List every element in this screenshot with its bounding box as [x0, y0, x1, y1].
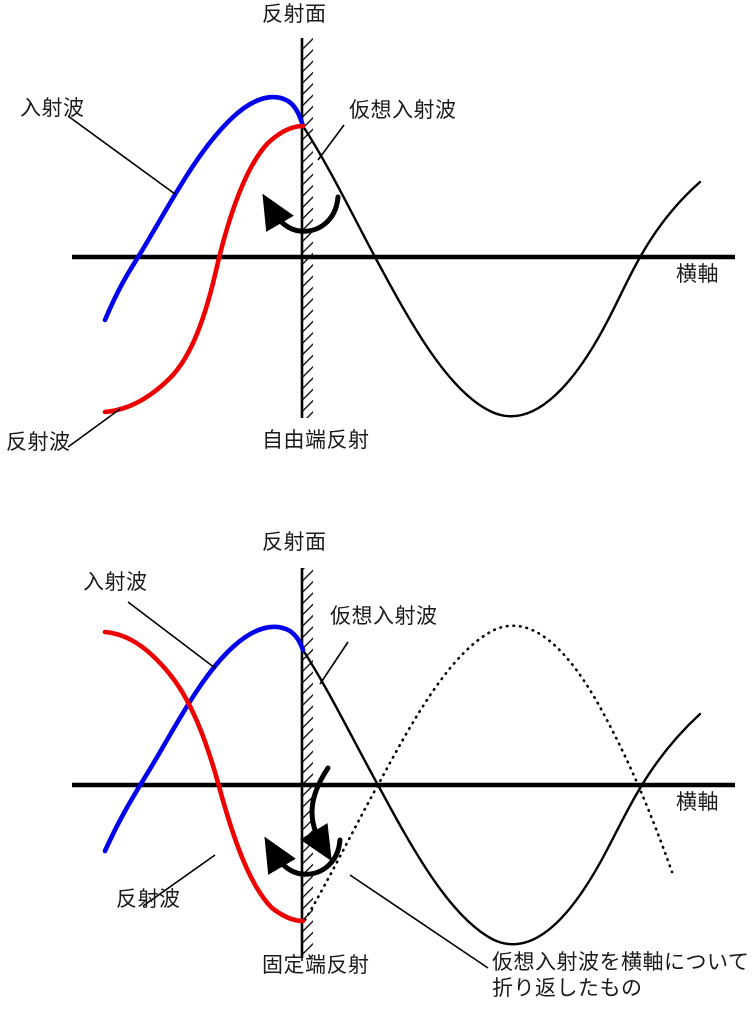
reflected-wave-bottom — [102, 629, 306, 924]
panel-fixed-end — [72, 568, 735, 969]
reflected-label-bottom: 反射波 — [116, 888, 181, 911]
caption-fixed-end: 固定端反射 — [262, 954, 370, 977]
virtual-incident-wave-top — [301, 124, 702, 418]
virtual-incident-wave-bottom — [301, 648, 702, 946]
mirrored-wave-note: 仮想入射波を横軸について折り返したもの — [492, 951, 750, 1001]
caption-free-end: 自由端反射 — [262, 429, 370, 452]
fixed-end-flip-arrow — [300, 765, 332, 862]
mirrored-virtual-wave-bottom — [303, 624, 674, 922]
reflecting-wall-top — [300, 38, 313, 418]
panel-free-end — [67, 38, 735, 448]
incident-label-top: 入射波 — [20, 97, 85, 120]
leader-reflected-bottom — [142, 854, 216, 907]
wall-label-top: 反射面 — [262, 3, 327, 26]
wall-label-bottom: 反射面 — [262, 531, 327, 554]
reflected-label-top: 反射波 — [6, 431, 71, 454]
axis-label-bottom: 横軸 — [676, 791, 719, 814]
leader-mirrored-note — [349, 874, 489, 969]
axis-label-top: 横軸 — [676, 263, 719, 286]
incident-label-bottom: 入射波 — [83, 571, 148, 594]
incident-wave-bottom — [102, 624, 306, 854]
leader-incident-bottom — [127, 601, 216, 669]
leader-virtual-bottom — [319, 641, 349, 685]
leader-incident-top — [67, 115, 176, 195]
virtual-label-top: 仮想入射波 — [349, 99, 457, 122]
reflecting-wall-bottom — [300, 568, 313, 958]
leader-reflected-top — [67, 408, 121, 448]
free-end-rotation-arrow — [262, 193, 341, 234]
leader-virtual-top — [317, 124, 345, 161]
virtual-label-bottom: 仮想入射波 — [330, 605, 438, 628]
fixed-end-rotation-arrow — [264, 836, 343, 877]
reflected-wave-top — [102, 123, 306, 415]
incident-wave-top — [102, 94, 306, 323]
